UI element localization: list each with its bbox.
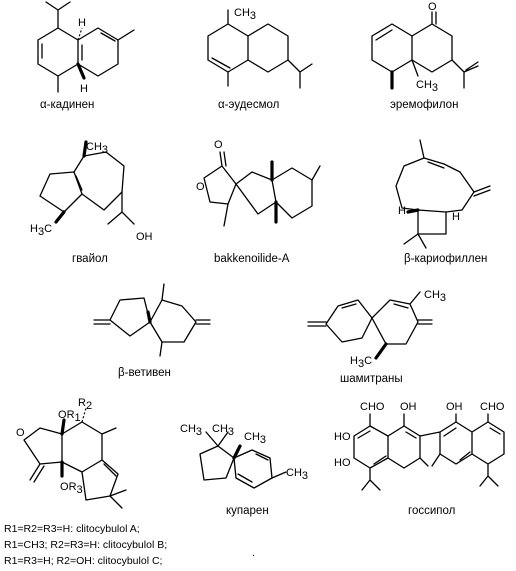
atom-ch3-top: CH3 xyxy=(244,431,266,446)
compound-name-bakkenoilide-a: bakkenoilide-A xyxy=(214,253,290,265)
atom-o-ring: O xyxy=(196,181,205,193)
atom-ch3-para: CH3 xyxy=(286,467,308,482)
clitocybulol-note-b: R1=CH3; R2=R3=H: clitocybulol B; xyxy=(4,539,167,551)
atom-ho-lower: HO xyxy=(334,457,351,469)
structure-gossypol: CHO OH OH CHO HO HO xyxy=(334,401,505,491)
atom-oh-peri-right: OH xyxy=(446,401,463,413)
structure-guaiol: CH3 H3C OH xyxy=(30,140,153,243)
compound-name-chamigrenes: шамитраны xyxy=(340,373,403,385)
structure-beta-caryophyllene: H H xyxy=(395,139,491,249)
atom-or3: OR3 xyxy=(60,481,83,496)
atom-o-carbonyl: O xyxy=(214,139,223,151)
structure-chamigrenes: CH3 H3C xyxy=(307,289,446,370)
atom-o-ketone: O xyxy=(428,1,437,13)
atom-ch3-mid: CH3 xyxy=(212,423,234,438)
compound-name-gossypol: госсипол xyxy=(408,505,455,517)
compound-name-guaiol: гвайол xyxy=(72,253,108,265)
atom-oh: OH xyxy=(136,231,153,243)
atom-h3c: H3C xyxy=(30,223,52,238)
structure-alpha-eudesmol: CH3 xyxy=(207,7,313,89)
compound-name-beta-vetivene: β-ветивен xyxy=(118,367,171,379)
structure-cuparene: CH3 CH3 CH3 CH3 xyxy=(180,423,308,489)
atom-r2: R2 xyxy=(78,397,92,412)
atom-ch3: CH3 xyxy=(234,7,256,22)
atom-ch3: CH3 xyxy=(416,79,438,94)
atom-o-ring: O xyxy=(16,427,25,439)
atom-h3c: H3C xyxy=(350,355,372,370)
clitocybulol-note-a: R1=R2=R3=H: clitocybulol A; xyxy=(4,523,140,535)
compound-name-cuparene: купарен xyxy=(226,505,269,517)
footer-mark: . xyxy=(252,547,255,559)
structure-bakkenoilide-a: O O xyxy=(196,139,321,227)
atom-oh-peri-left: OH xyxy=(400,401,417,413)
atom-h-right: H xyxy=(452,211,460,223)
structure-alpha-cadinene: H H xyxy=(37,1,135,95)
structure-clitocybulol: O OR1 R2 OR3 xyxy=(16,397,127,509)
compound-name-alpha-cadinene: α-кадинен xyxy=(40,99,94,111)
compound-name-eremophilone: эремофилон xyxy=(390,99,458,111)
atom-ch3: CH3 xyxy=(424,289,446,304)
clitocybulol-note-c: R1=R3=H; R2=OH: clitocybulol C; xyxy=(4,555,162,567)
atom-h-left: H xyxy=(398,205,406,217)
atom-h-bottom: H xyxy=(80,83,88,95)
atom-cho-right: CHO xyxy=(480,401,505,413)
atom-cho-left: CHO xyxy=(360,401,385,413)
structure-eremophilone: O CH3 xyxy=(371,1,479,94)
compound-name-beta-caryophyllene: β-кариофиллен xyxy=(404,253,487,265)
compound-name-alpha-eudesmol: α-эудесмол xyxy=(218,99,279,111)
structure-beta-vetivene xyxy=(93,283,211,357)
atom-or1: OR1 xyxy=(58,409,81,424)
atom-ho-upper: HO xyxy=(334,431,351,443)
atom-h-top: H xyxy=(78,17,86,29)
atom-ch3: CH3 xyxy=(86,141,108,156)
atom-ch3-left: CH3 xyxy=(180,423,202,438)
